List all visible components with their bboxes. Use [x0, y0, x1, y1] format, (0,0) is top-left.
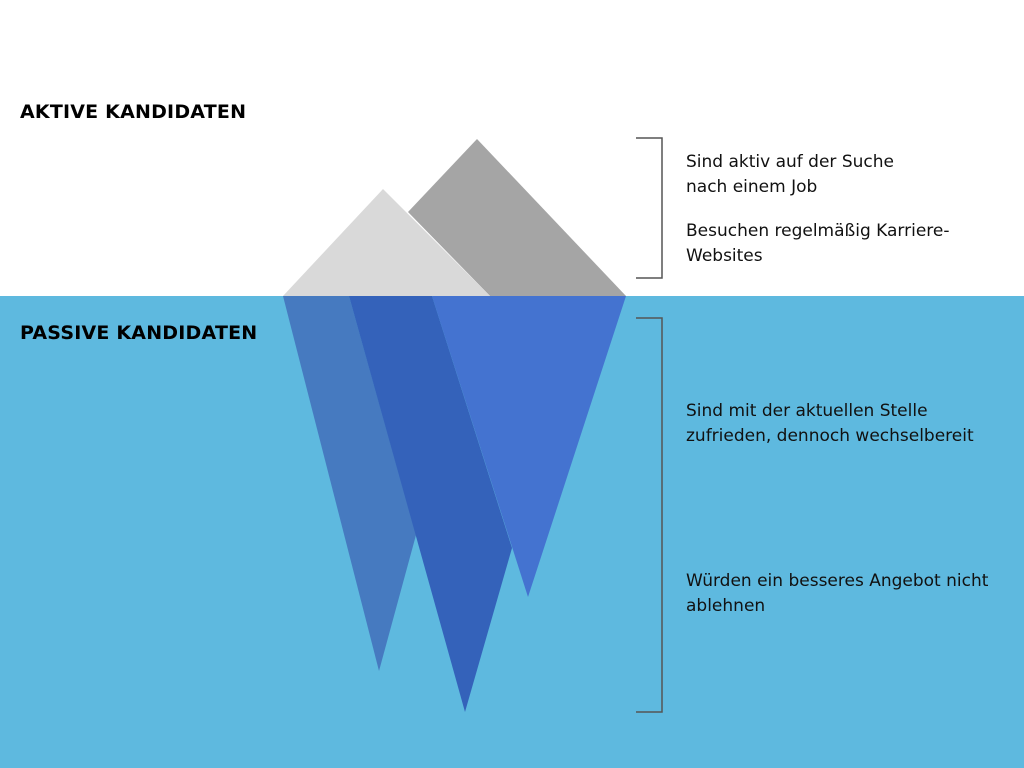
passive-bracket — [636, 317, 663, 713]
iceberg-underwater-middle — [349, 296, 512, 712]
passive-point-1: Sind mit der aktuellen Stelle zufrieden,… — [686, 401, 974, 446]
active-point-2: Besuchen regelmäßig Karriere-Websites — [686, 221, 950, 266]
active-point-1: Sind aktiv auf der Suche nach einem Job — [686, 152, 894, 197]
iceberg-peak-light — [283, 189, 490, 296]
passive-point-2: Würden ein besseres Angebot nicht ablehn… — [686, 571, 989, 616]
active-bracket — [636, 137, 663, 279]
iceberg-underwater-left — [283, 296, 416, 671]
iceberg-underwater-right — [432, 296, 626, 597]
passive-candidates-heading: PASSIVE KANDIDATEN — [20, 322, 258, 344]
active-candidates-heading: AKTIVE KANDIDATEN — [20, 101, 247, 123]
iceberg-peak-dark — [408, 139, 626, 296]
